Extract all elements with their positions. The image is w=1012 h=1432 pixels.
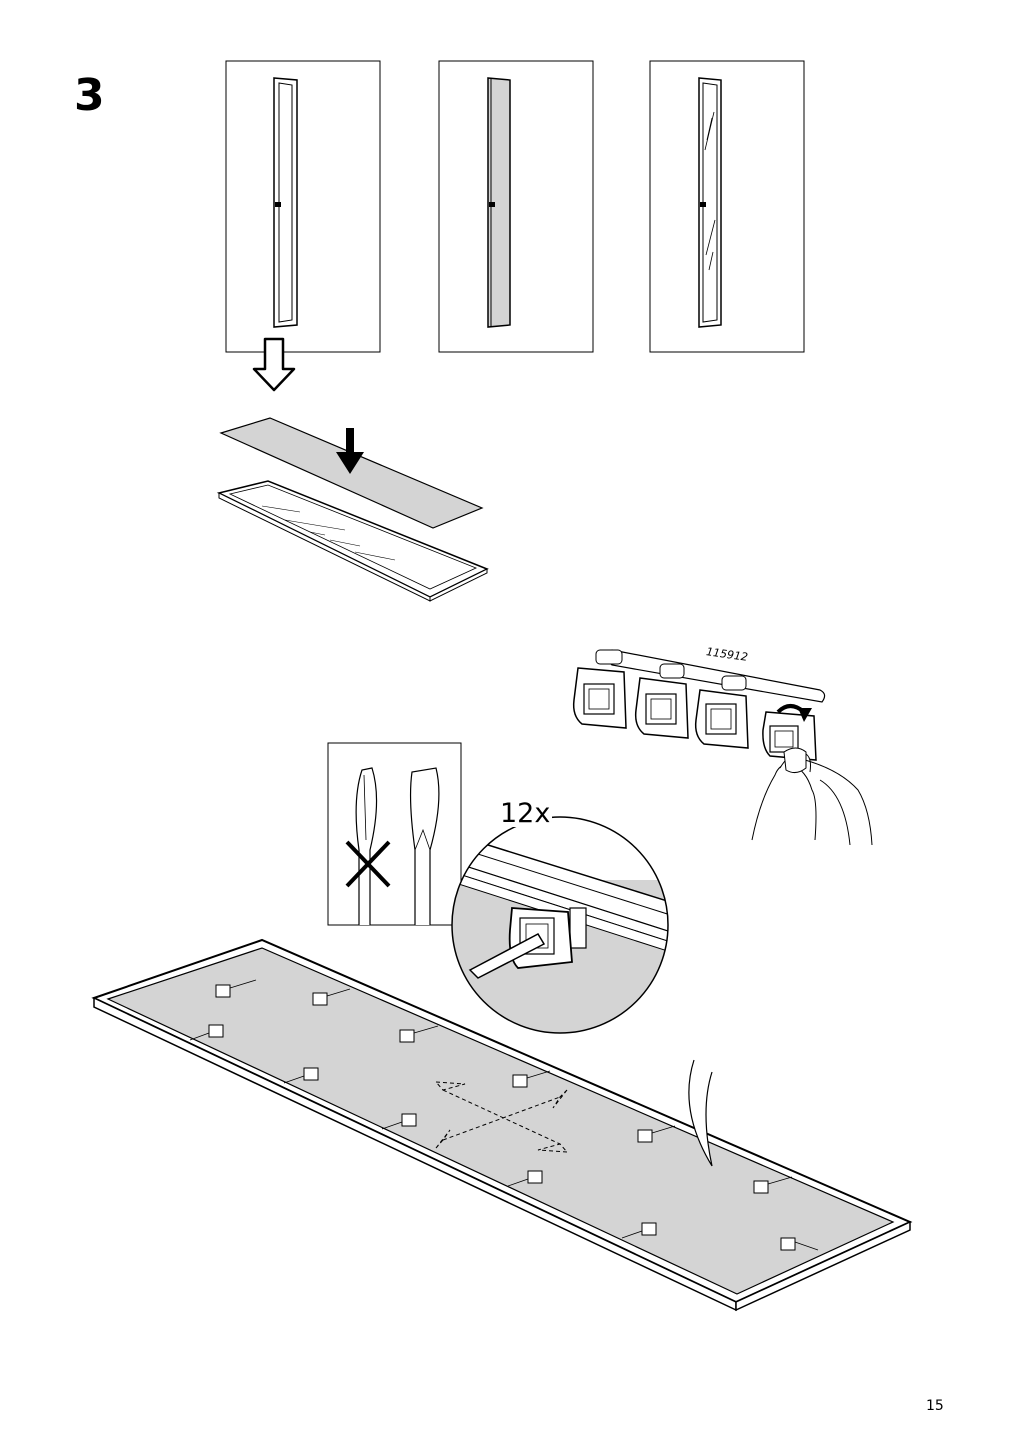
page-number: 15 (926, 1398, 944, 1414)
down-arrow-icon (252, 337, 296, 392)
glass-panel (216, 480, 489, 602)
detail-circle-screwdriver-insert (451, 816, 669, 1034)
hand-fingers (751, 747, 873, 846)
screwdriver-tip-inset (327, 742, 462, 926)
callout-pointer (688, 1059, 713, 1167)
gray-panel-insert (219, 417, 484, 529)
frame-option-panel-1 (225, 60, 381, 353)
clip-strip-part (572, 649, 826, 761)
cross-mark-icon (345, 840, 391, 888)
frame-option-panel-2 (438, 60, 594, 353)
frame-option-panel-3 (649, 60, 805, 353)
frame-with-panel (91, 938, 913, 1312)
rotate-arrow-icon (776, 704, 812, 722)
step-number: 3 (74, 70, 105, 121)
press-arrow-icon (336, 428, 364, 474)
retaining-clips (189, 979, 819, 1251)
quantity-label: 12x (498, 798, 553, 829)
dashed-diagonal-arrows-icon (435, 1081, 568, 1153)
